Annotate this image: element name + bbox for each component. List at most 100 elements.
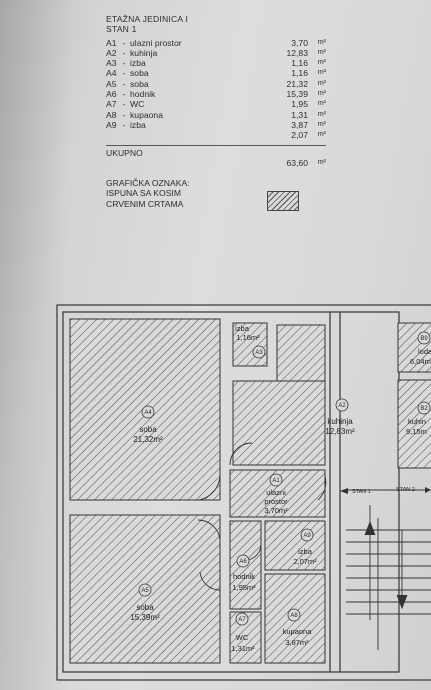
room-b2 <box>397 379 431 469</box>
room-code: A8 <box>106 109 117 120</box>
hatch-swatch <box>267 191 299 211</box>
room-a6-area: 1,95m² <box>232 583 256 592</box>
room-a2-code: A2 <box>338 403 346 409</box>
room-b2-code: B2 <box>420 406 428 412</box>
room-a7-code: A7 <box>238 617 246 623</box>
stair-labels: STAN 1 STAN 2 <box>340 487 431 495</box>
room-a4-name: soba <box>139 425 157 434</box>
room-unit: m² <box>317 100 326 108</box>
room-dash: - <box>122 109 126 120</box>
room-a1-area: 3,70m² <box>264 506 288 515</box>
total-divider <box>106 144 326 146</box>
room-code: A6 <box>106 89 117 100</box>
room-row: A4-soba 1,16 m² <box>106 68 326 78</box>
room-unit: m² <box>317 110 326 118</box>
room-a9 <box>264 520 326 571</box>
room-name: ulazni prostor <box>130 37 182 48</box>
room-a4-label: A4 soba 21,32m² <box>133 405 163 444</box>
total-area: 63,60 <box>286 157 308 168</box>
room-unit: m² <box>317 59 326 67</box>
room-a5-label: A5 soba 15,39m² <box>130 583 160 622</box>
stan-2-label: STAN 2 <box>396 487 415 493</box>
room-a3 <box>232 322 268 367</box>
room-code: A9 <box>106 119 117 130</box>
room-a9-code: A9 <box>303 533 311 539</box>
room-name: soba <box>130 68 149 79</box>
room-b2-name: kuhin <box>408 417 426 426</box>
room-a7-name: WC <box>236 633 249 642</box>
room-dash: - <box>122 99 126 110</box>
room-a1-name-2: prostor <box>264 497 288 506</box>
room-dash: - <box>122 68 126 79</box>
room-unit: m² <box>317 90 326 98</box>
room-a8-code: A8 <box>290 613 298 619</box>
room-area: 21,32 <box>286 78 308 89</box>
room-a3-name: izba <box>235 324 250 333</box>
room-area: 1,16 <box>291 58 308 69</box>
legend-line-1: GRAFIČKA OZNAKA: <box>106 178 190 189</box>
room-name: kuhinja <box>130 47 158 58</box>
stan-1-label: STAN 1 <box>352 489 371 495</box>
room-a2 <box>232 380 326 466</box>
room-a2-area: 12,83m² <box>325 427 355 436</box>
room-name: izba <box>130 119 146 130</box>
room-a2-name: kuhinja <box>327 417 353 426</box>
room-area: 1,16 <box>291 68 308 79</box>
room-area: 2,07 <box>291 130 308 141</box>
apartment-title: STAN 1 <box>106 24 137 35</box>
room-a1-code: A1 <box>272 478 280 484</box>
unit-title: ETAŽNA JEDINICA I <box>106 14 189 24</box>
room-unit: m² <box>317 69 326 77</box>
area-schedule: ETAŽNA JEDINICA I STAN 1 A1-ulazni prost… <box>106 14 326 209</box>
room-a6-code: A6 <box>239 559 247 565</box>
plan-walls <box>56 304 431 681</box>
room-name: hodnik <box>130 89 156 100</box>
room-a6-name: hodnik <box>233 572 255 581</box>
room-a4-code: A4 <box>144 410 152 416</box>
room-b2-label: B2 kuhin 9,15m <box>406 401 431 436</box>
room-b9-label: B9 loda 6,04m <box>410 331 431 366</box>
room-a2-label: A2 kuhinja 12,83m² <box>325 398 355 436</box>
total-unit: m² <box>317 158 326 166</box>
room-b2-area: 9,15m <box>406 427 427 436</box>
room-a3-area: 1,16m² <box>236 333 260 342</box>
hatched-rooms <box>69 318 431 664</box>
room-b9-code: B9 <box>420 336 428 342</box>
room-code: A1 <box>106 37 117 48</box>
room-a8-label: A8 kupaona 3,87m² <box>283 608 312 647</box>
room-a1-label: A1 ulazni prostor 3,70m² <box>264 473 288 515</box>
room-a6 <box>229 520 262 610</box>
room-row: A8-kupaona 1,31 m² <box>106 110 326 120</box>
room-name: izba <box>130 58 146 69</box>
legend-line-3: CRVENIM CRTAMA <box>106 198 184 209</box>
room-b9-name: loda <box>418 347 431 356</box>
room-area: 3,70 <box>291 37 308 48</box>
room-dash: - <box>122 119 126 130</box>
room-a9-name: izba <box>298 547 313 556</box>
room-area: 1,31 <box>291 109 308 120</box>
staircase <box>346 489 431 650</box>
room-code: A5 <box>106 78 117 89</box>
total-value-row: 63,60 m² <box>106 158 326 168</box>
room-a5-area: 15,39m² <box>130 613 160 622</box>
room-a5-name: soba <box>136 603 154 612</box>
room-name: kupaona <box>130 109 163 120</box>
room-b9 <box>397 322 431 373</box>
room-b9-area: 6,04m <box>410 357 431 366</box>
room-a1-name-1: ulazni <box>266 488 286 497</box>
room-a6-label: A6 hodnik 1,95m² <box>232 554 256 592</box>
room-code: A2 <box>106 47 117 58</box>
room-area: 15,39 <box>286 89 308 100</box>
room-code: A4 <box>106 68 117 79</box>
legend-line-2: ISPUNA SA KOSIM <box>106 188 181 199</box>
room-dash: - <box>122 58 126 69</box>
room-a9-label: A9 izba 2,07m² <box>293 528 317 566</box>
room-a7-area: 1,31m² <box>231 644 255 653</box>
paper-fold-shadow <box>0 0 70 690</box>
